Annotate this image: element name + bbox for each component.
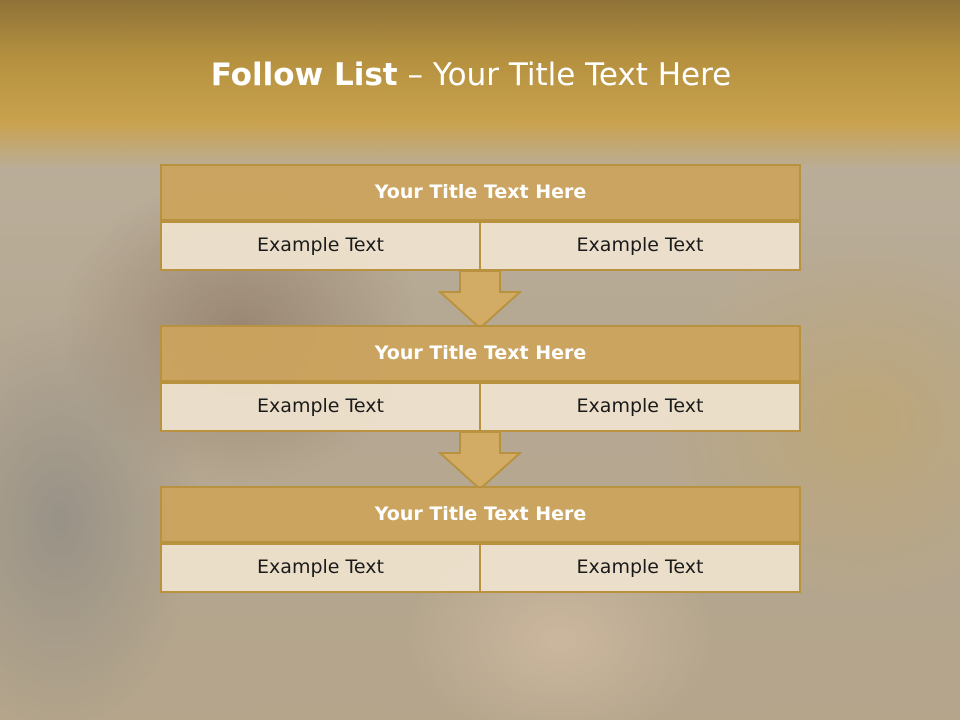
down-arrow-icon (438, 270, 522, 330)
block-1-right-text: Example Text (479, 221, 801, 271)
block-2-title: Your Title Text Here (160, 325, 801, 382)
block-3-title: Your Title Text Here (160, 486, 801, 543)
slide-title-rest: – Your Title Text Here (407, 57, 732, 93)
block-1-title: Your Title Text Here (160, 164, 801, 221)
down-arrow-icon (438, 431, 522, 491)
block-1-left-text: Example Text (160, 221, 481, 271)
slide-title: Follow List – Your Title Text Here (0, 52, 942, 98)
slide-title-strong: Follow List (210, 57, 398, 93)
block-2-right-text: Example Text (479, 382, 801, 432)
block-2-left-text: Example Text (160, 382, 481, 432)
title-band (0, 0, 960, 170)
block-3-left-text: Example Text (160, 543, 481, 593)
block-3-right-text: Example Text (479, 543, 801, 593)
